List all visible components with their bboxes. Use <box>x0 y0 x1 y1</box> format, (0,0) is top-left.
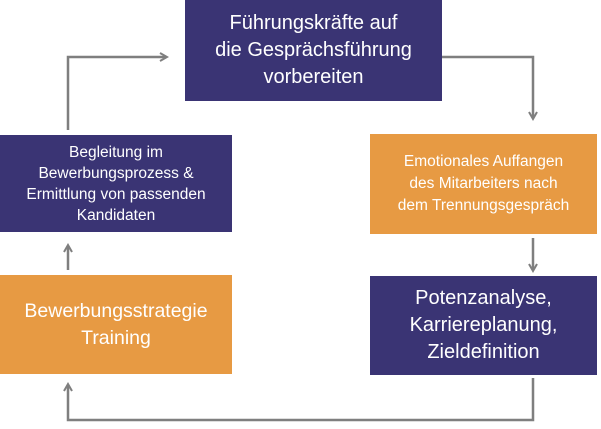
node-emotional-support: Emotionales Auffangen des Mitarbeiters n… <box>370 134 597 234</box>
arrow-support-to-prepare <box>66 57 166 130</box>
node-application-strategy-text: Bewerbungsstrategie Training <box>24 299 208 349</box>
node-prepare-managers-text: Führungskräfte auf die Gesprächsführung … <box>215 12 412 88</box>
node-prepare-managers: Führungskräfte auf die Gesprächsführung … <box>185 0 442 101</box>
node-emotional-support-text: Emotionales Auffangen des Mitarbeiters n… <box>397 153 570 214</box>
arrow-potential-to-strategy <box>68 378 535 422</box>
node-application-support-text: Begleitung im Bewerbungsprozess & Ermitt… <box>26 143 206 224</box>
arrow-prepare-to-emotional <box>442 55 533 118</box>
node-potential-analysis: Potenzanalyse, Karriereplanung, Zieldefi… <box>370 276 597 375</box>
node-application-support: Begleitung im Bewerbungsprozess & Ermitt… <box>0 135 232 232</box>
node-application-strategy: Bewerbungsstrategie Training <box>0 275 232 374</box>
node-potential-analysis-text: Potenzanalyse, Karriereplanung, Zieldefi… <box>409 287 558 363</box>
